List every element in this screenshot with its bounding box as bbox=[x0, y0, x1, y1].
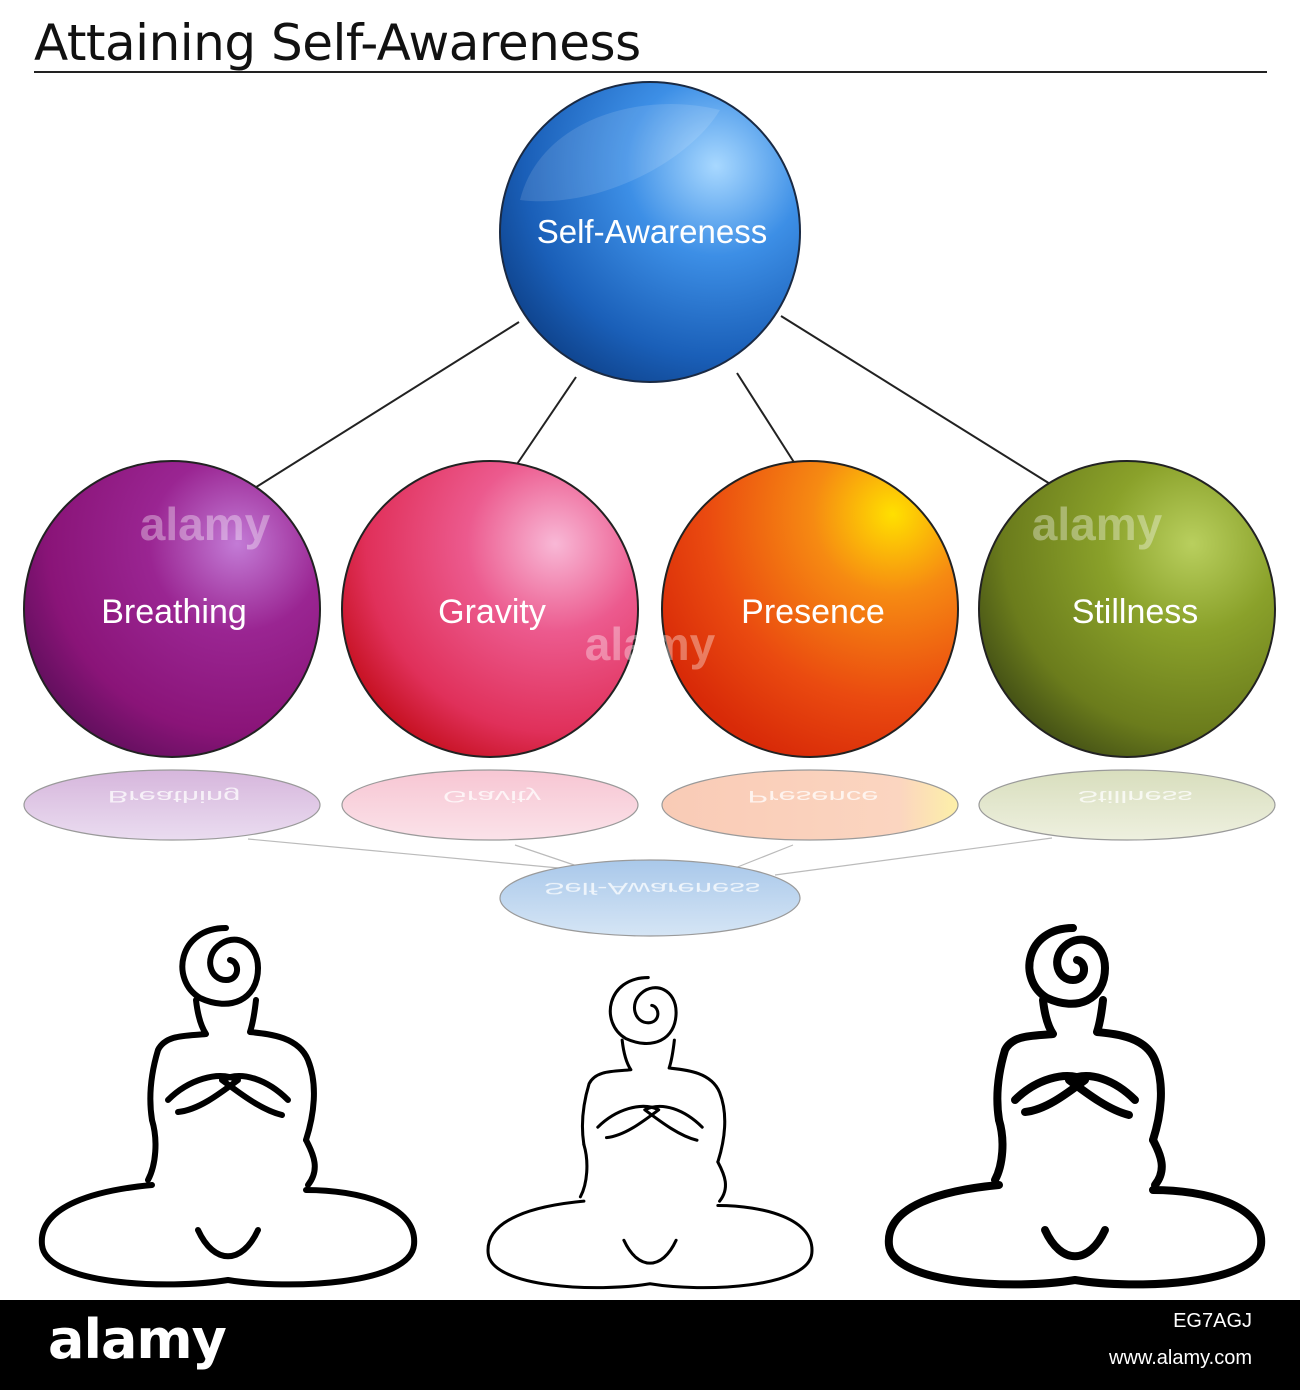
child-node-presence: Presence bbox=[661, 460, 959, 758]
connector-gravity bbox=[512, 376, 577, 471]
stillness-reflection bbox=[978, 769, 1276, 841]
site-link[interactable]: www.alamy.com bbox=[1109, 1347, 1252, 1369]
child-node-gravity: Gravity bbox=[341, 460, 639, 758]
watermark-text: alamy bbox=[140, 498, 271, 550]
presence-reflection-label: Presence bbox=[748, 787, 879, 806]
breathing-circle bbox=[23, 460, 321, 758]
child-node-stillness: Stillness bbox=[978, 460, 1276, 758]
diagram-reflection: Breathing Gravity Presence Stillness Sel… bbox=[23, 769, 1276, 937]
footer-bar bbox=[0, 1300, 1300, 1390]
presence-label: Presence bbox=[741, 593, 885, 631]
root-node-circle bbox=[499, 81, 801, 383]
breathing-reflection-label: Breathing bbox=[108, 787, 241, 806]
breathing-reflection bbox=[23, 769, 321, 841]
gravity-label: Gravity bbox=[438, 593, 546, 631]
meditating-person-icon bbox=[38, 925, 418, 1288]
root-node-label: Self-Awareness bbox=[537, 213, 768, 250]
gravity-circle bbox=[341, 460, 639, 758]
root-reflection bbox=[499, 859, 801, 937]
title-underline bbox=[34, 71, 1267, 73]
stillness-reflection-label: Stillness bbox=[1077, 787, 1192, 806]
connector-presence bbox=[736, 372, 798, 468]
root-node: Self-Awareness bbox=[499, 81, 801, 383]
reflection-connector-gravity bbox=[514, 844, 584, 869]
gravity-reflection bbox=[341, 769, 639, 841]
connector-breathing bbox=[249, 321, 520, 492]
reflection-connector-breathing bbox=[247, 838, 581, 871]
root-reflection-label: Self-Awareness bbox=[544, 879, 760, 898]
presence-reflection bbox=[661, 769, 959, 841]
meditating-person-icon bbox=[884, 924, 1266, 1289]
watermarks: alamy alamy alamy bbox=[140, 498, 1163, 670]
child-node-breathing: Breathing bbox=[23, 460, 321, 758]
gravity-reflection-label: Gravity bbox=[443, 787, 542, 806]
watermark-text: alamy bbox=[1032, 498, 1163, 550]
breathing-label: Breathing bbox=[101, 593, 247, 631]
presence-circle bbox=[661, 460, 959, 758]
root-node-gloss bbox=[520, 104, 720, 202]
watermark-text: alamy bbox=[585, 618, 716, 670]
reflection-connector-presence bbox=[734, 844, 794, 869]
stillness-label: Stillness bbox=[1072, 593, 1199, 631]
meditating-person-icon bbox=[486, 976, 814, 1290]
brand-logo: alamy bbox=[48, 1308, 227, 1371]
page-title: Attaining Self-Awareness bbox=[34, 14, 641, 72]
image-id: EG7AGJ bbox=[1173, 1310, 1252, 1332]
connector-lines bbox=[249, 315, 1056, 492]
connector-stillness bbox=[780, 315, 1056, 488]
stillness-circle bbox=[978, 460, 1276, 758]
reflection-connector-stillness bbox=[774, 837, 1053, 876]
hierarchy-diagram: Self-Awareness Breathing Gravity Presenc… bbox=[23, 81, 1276, 1290]
